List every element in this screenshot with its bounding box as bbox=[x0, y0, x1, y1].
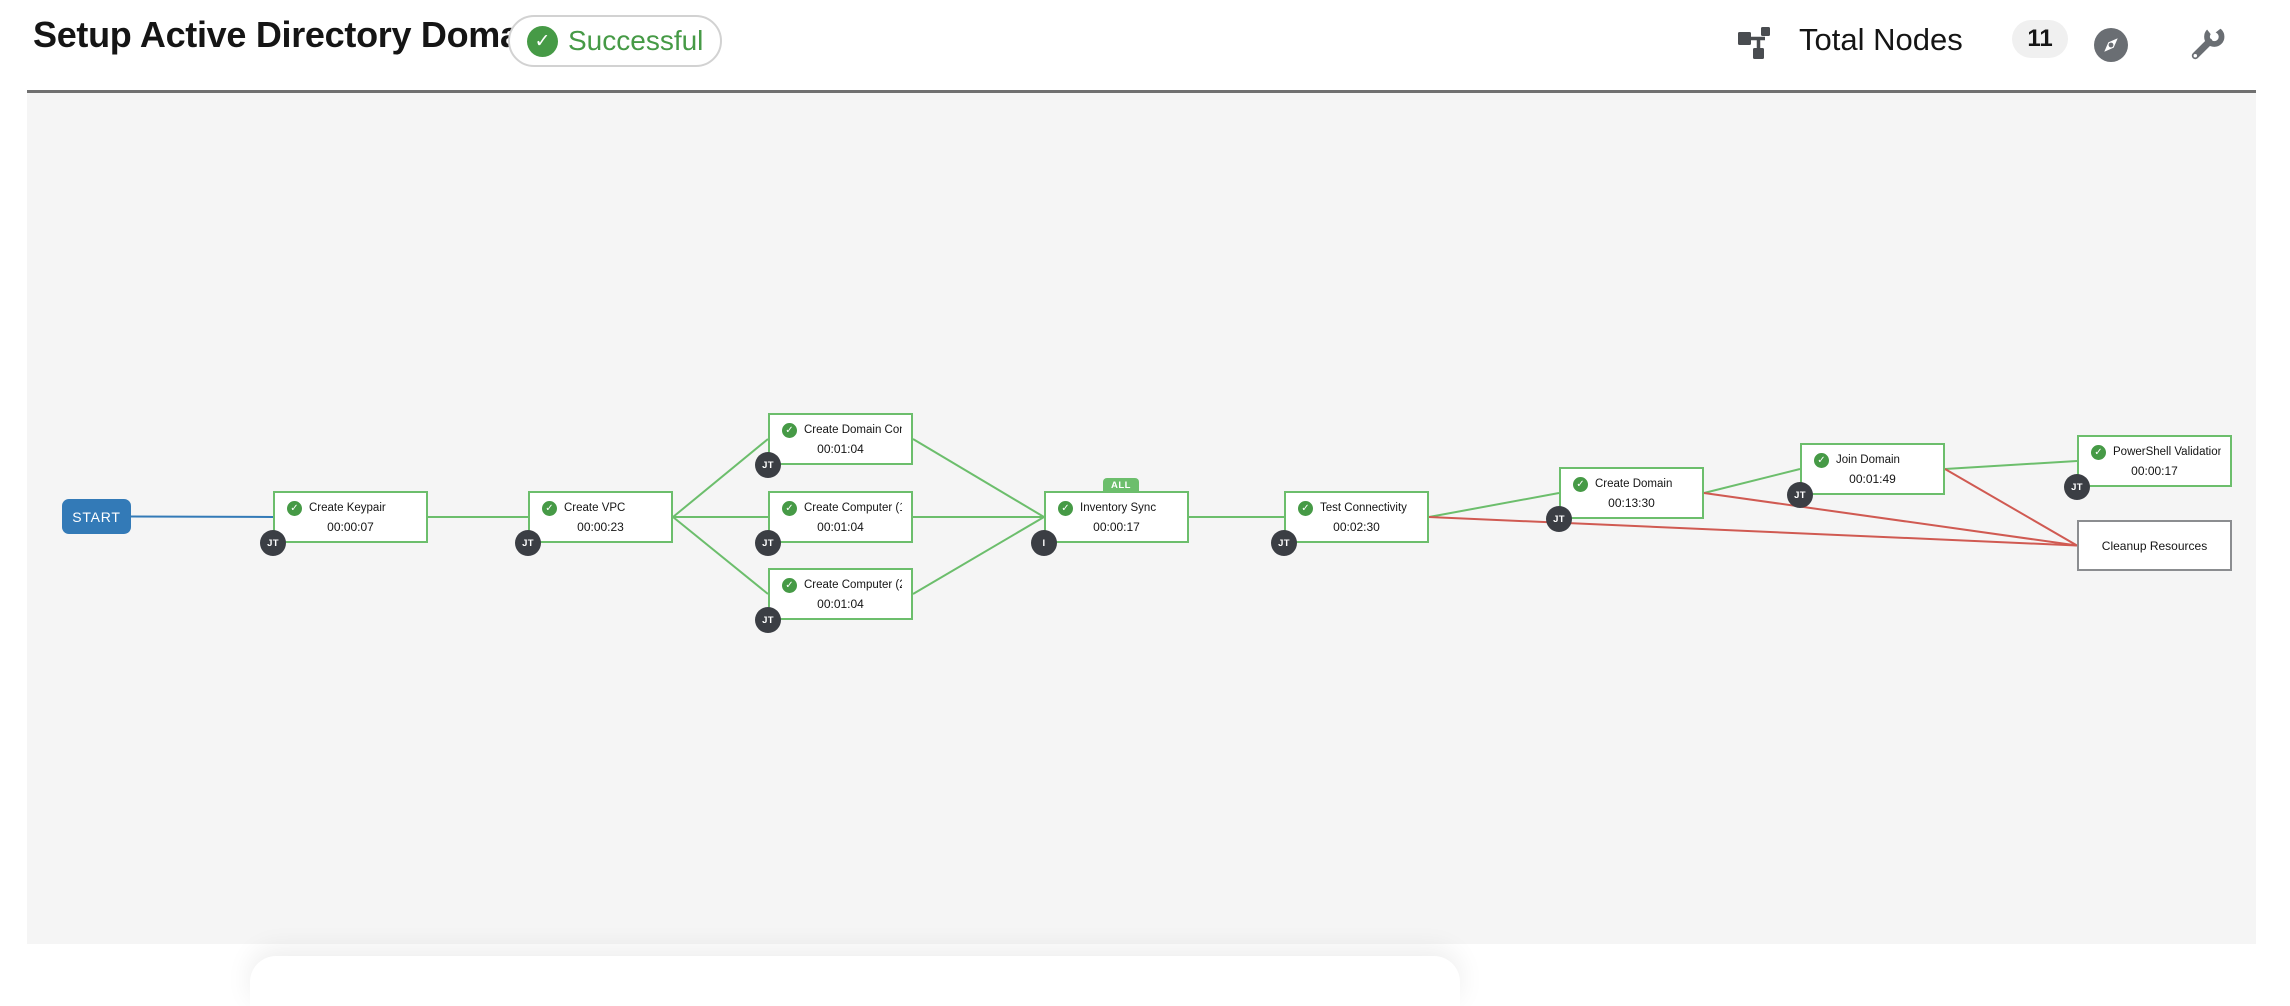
node-type-badge-create-computer-2: JT bbox=[755, 607, 781, 633]
node-type-badge-join-domain: JT bbox=[1787, 482, 1813, 508]
workflow-edges bbox=[130, 438, 2078, 595]
compass-icon bbox=[2094, 28, 2128, 62]
node-create-vpc[interactable]: ✓ Create VPC 00:00:23 bbox=[528, 491, 673, 543]
edge-create-domain-to-join-domain bbox=[1703, 468, 1801, 494]
node-type-badge-test-connectivity: JT bbox=[1271, 530, 1297, 556]
node-label: Join Domain bbox=[1836, 454, 1900, 466]
edge-join-domain-to-cleanup-resources bbox=[1944, 468, 2078, 547]
node-create-keypair[interactable]: ✓ Create Keypair 00:00:07 bbox=[273, 491, 428, 543]
node-label: Create Computer (1) bbox=[804, 502, 902, 514]
node-success-icon: ✓ bbox=[782, 422, 797, 438]
edge-join-domain-to-powershell-validation bbox=[1944, 460, 2078, 470]
node-success-icon: ✓ bbox=[1298, 500, 1313, 516]
compass-button[interactable] bbox=[2094, 28, 2128, 62]
topology-icon bbox=[1738, 27, 1772, 64]
node-label: Create Domain bbox=[1595, 478, 1673, 490]
node-elapsed-time: 00:01:49 bbox=[1849, 471, 1896, 486]
node-label: Test Connectivity bbox=[1320, 502, 1407, 514]
edge-create-domain-controller-to-inventory-sync bbox=[912, 438, 1045, 518]
node-label: Cleanup Resources bbox=[2101, 538, 2208, 553]
node-elapsed-time: 00:00:07 bbox=[327, 519, 374, 534]
node-create-computer-1[interactable]: ✓ Create Computer (1) 00:01:04 bbox=[768, 491, 913, 543]
total-nodes-count: 11 bbox=[2012, 20, 2068, 58]
edge-start-to-create-keypair bbox=[130, 515, 274, 518]
node-success-icon: ✓ bbox=[1814, 452, 1829, 468]
node-type-badge-create-domain: JT bbox=[1546, 506, 1572, 532]
node-test-connectivity[interactable]: ✓ Test Connectivity 00:02:30 bbox=[1284, 491, 1429, 543]
node-success-icon: ✓ bbox=[782, 500, 797, 516]
node-elapsed-time: 00:13:30 bbox=[1608, 495, 1655, 510]
node-success-icon: ✓ bbox=[782, 577, 797, 593]
node-elapsed-time: 00:01:04 bbox=[817, 519, 864, 534]
node-create-domain-controller[interactable]: ✓ Create Domain Contr... 00:01:04 bbox=[768, 413, 913, 465]
node-label: Inventory Sync bbox=[1080, 502, 1157, 514]
edge-test-connectivity-to-cleanup-resources bbox=[1428, 516, 2078, 547]
edge-create-vpc-to-create-domain-controller bbox=[672, 438, 769, 518]
node-success-icon: ✓ bbox=[1058, 500, 1073, 516]
node-inventory-sync[interactable]: ✓ Inventory Sync 00:00:17 bbox=[1044, 491, 1189, 543]
node-type-badge-create-computer-1: JT bbox=[755, 530, 781, 556]
node-success-icon: ✓ bbox=[2091, 444, 2106, 460]
success-check-icon: ✓ bbox=[527, 25, 558, 57]
node-join-domain[interactable]: ✓ Join Domain 00:01:49 bbox=[1800, 443, 1945, 495]
node-type-badge-powershell-validation: JT bbox=[2064, 474, 2090, 500]
status-badge-label: Successful bbox=[568, 25, 704, 56]
node-elapsed-time: 00:01:04 bbox=[817, 596, 864, 611]
node-type-badge-inventory-sync: I bbox=[1031, 530, 1057, 556]
tools-button[interactable] bbox=[2188, 19, 2226, 63]
edge-create-computer-2-to-inventory-sync bbox=[912, 516, 1045, 595]
node-type-badge-create-domain-controller: JT bbox=[755, 452, 781, 478]
node-elapsed-time: 00:00:23 bbox=[577, 519, 624, 534]
page-title: Setup Active Directory Domain bbox=[33, 14, 552, 55]
start-node[interactable]: START bbox=[62, 499, 131, 534]
node-type-badge-create-vpc: JT bbox=[515, 530, 541, 556]
node-cleanup-resources[interactable]: Cleanup Resources bbox=[2077, 520, 2232, 571]
node-label: Create Domain Contr... bbox=[804, 424, 902, 436]
node-success-icon: ✓ bbox=[287, 500, 302, 516]
wrench-icon bbox=[2191, 19, 2225, 60]
convergence-all-tab: ALL bbox=[1103, 478, 1139, 492]
node-elapsed-time: 00:01:04 bbox=[817, 441, 864, 456]
node-label: PowerShell Validation bbox=[2113, 446, 2221, 458]
status-badge[interactable]: ✓ Successful bbox=[508, 15, 723, 67]
edge-create-domain-to-cleanup-resources bbox=[1703, 492, 2078, 547]
node-elapsed-time: 00:02:30 bbox=[1333, 519, 1380, 534]
node-type-badge-create-keypair: JT bbox=[260, 530, 286, 556]
offscreen-panel-shadow bbox=[250, 956, 1460, 1006]
node-elapsed-time: 00:00:17 bbox=[1093, 519, 1140, 534]
total-nodes-label: Total Nodes bbox=[1799, 22, 1963, 57]
edge-create-vpc-to-create-computer-2 bbox=[672, 516, 769, 595]
node-label: Create Computer (2) bbox=[804, 579, 902, 591]
node-label: Create Keypair bbox=[309, 502, 386, 514]
node-success-icon: ✓ bbox=[1573, 476, 1588, 492]
node-create-domain[interactable]: ✓ Create Domain 00:13:30 bbox=[1559, 467, 1704, 519]
node-powershell-validation[interactable]: ✓ PowerShell Validation 00:00:17 bbox=[2077, 435, 2232, 487]
node-success-icon: ✓ bbox=[542, 500, 557, 516]
node-label: Create VPC bbox=[564, 502, 626, 514]
node-elapsed-time: 00:00:17 bbox=[2131, 463, 2178, 478]
edge-test-connectivity-to-create-domain bbox=[1428, 492, 1560, 518]
node-create-computer-2[interactable]: ✓ Create Computer (2) 00:01:04 bbox=[768, 568, 913, 620]
visualizer-header: Setup Active Directory Domain ✓ Successf… bbox=[0, 0, 2290, 90]
